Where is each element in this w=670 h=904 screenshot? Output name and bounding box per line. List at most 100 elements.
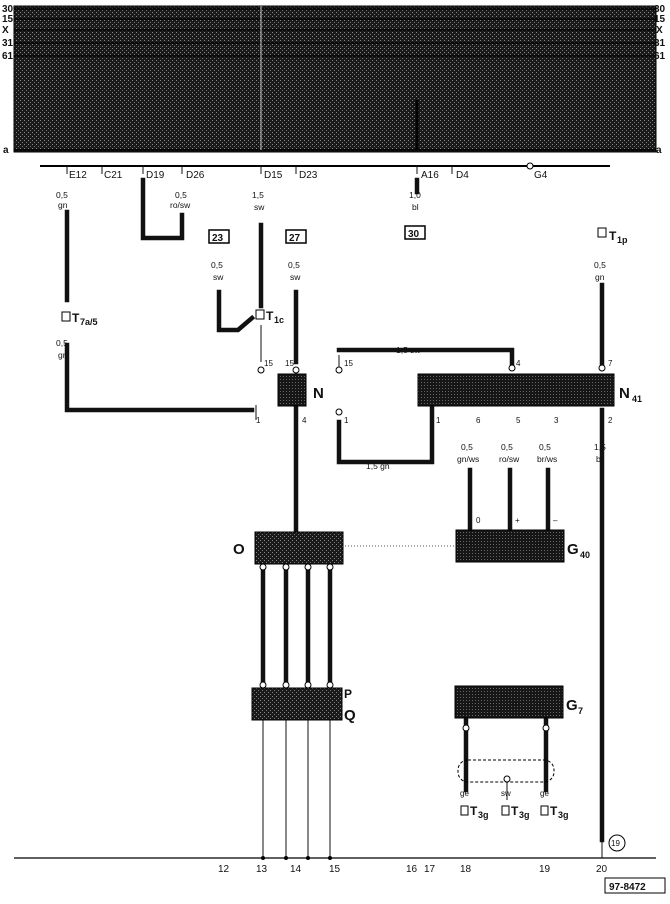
- connector-t1c: T: [266, 309, 274, 323]
- pin-label: 4: [302, 416, 307, 425]
- connector-t7a5-sub: 7a/5: [80, 317, 98, 327]
- pin-label: 1: [344, 416, 349, 425]
- wire-color: bl: [412, 202, 419, 212]
- component-g7: G 7 ge sw ge T 3g T 3g T 3g: [454, 685, 583, 820]
- terminal-d26: D26: [186, 170, 205, 181]
- rail-label: 15: [2, 14, 14, 25]
- terminal-labels: E12 C21 D19 D26 D15 D23 A16 D4 G4: [69, 170, 548, 181]
- wire-size: 1,5: [594, 442, 606, 452]
- wire-size: 1,5: [252, 190, 264, 200]
- wire-spec-labels: 0,5 gn 0,5 ro/sw 1,5 sw 1,0 bl 0,5 sw 0,…: [56, 190, 606, 471]
- wire-color: ge: [540, 789, 549, 798]
- wire-color: gn: [595, 272, 605, 282]
- terminal-a16: A16: [421, 170, 439, 181]
- rail-label: a: [3, 145, 9, 156]
- wire-size: 0,5: [594, 260, 606, 270]
- ground-numbers: 12 13 14 15 16 17 18 19 20: [218, 864, 608, 875]
- wire-spec: 1,5 sw: [396, 345, 421, 355]
- wire-size: 0,5: [539, 442, 551, 452]
- pin-label: 2: [608, 416, 613, 425]
- connector-t7a5: T: [72, 311, 80, 325]
- wire-color: ge: [460, 789, 469, 798]
- component-pq: P Q: [251, 681, 356, 860]
- wire-size: 0,5: [501, 442, 513, 452]
- terminal-d23: D23: [299, 170, 318, 181]
- wire-color: br: [596, 454, 604, 464]
- ref-23: 23: [212, 233, 224, 244]
- pin-label: –: [553, 516, 558, 525]
- wire-color: sw: [501, 789, 511, 798]
- wire-color: ro/sw: [170, 200, 191, 210]
- ground-number: 14: [290, 864, 302, 875]
- rail-label: 31: [654, 38, 666, 49]
- component-n41: N 41 4 7 1 6 5 3 2: [417, 359, 642, 425]
- ground-number: 20: [596, 864, 608, 875]
- pin-label: 0: [476, 516, 481, 525]
- rail-label: X: [656, 25, 663, 36]
- component-n-label: N: [313, 385, 324, 402]
- reference-boxes: 30 23 27 19: [208, 225, 626, 852]
- rail-label: 30: [654, 4, 666, 15]
- terminal-d19: D19: [146, 170, 165, 181]
- terminal-ticks: [66, 162, 534, 174]
- connectors: T 7a/5 T 1c T 1p: [61, 227, 628, 327]
- rail-label: 61: [2, 51, 14, 62]
- wire-size: 0,5: [175, 190, 187, 200]
- wire-spec: 1,5 gn: [366, 461, 390, 471]
- component-n41-label: N: [619, 385, 630, 402]
- connector-t1c-sub: 1c: [274, 315, 284, 325]
- ref-19: 19: [611, 839, 620, 848]
- wire-color: gn: [58, 350, 68, 360]
- rail-label: 15: [654, 14, 666, 25]
- connector-t3g-sub: 3g: [478, 810, 489, 820]
- connector-t1p-sub: 1p: [617, 235, 628, 245]
- terminal-d15: D15: [264, 170, 283, 181]
- ground-number: 15: [329, 864, 341, 875]
- ground-number: 17: [424, 864, 436, 875]
- ground-number: 16: [406, 864, 418, 875]
- wire-size: 0,5: [211, 260, 223, 270]
- ref-27: 27: [289, 233, 301, 244]
- ref-30: 30: [408, 229, 420, 240]
- connector-t3g: T: [550, 804, 558, 818]
- component-g7-sub: 7: [578, 706, 583, 716]
- rail-labels-left: 30 15 X 31 61 a: [2, 4, 14, 156]
- terminal-g4: G4: [534, 170, 548, 181]
- panel-traces: [260, 6, 419, 150]
- wire-color: br/ws: [537, 454, 557, 464]
- ground-number: 12: [218, 864, 230, 875]
- rail-labels-right: 30 15 X 31 61 a: [654, 4, 666, 156]
- rail-label: X: [2, 25, 9, 36]
- relay-panel: [13, 5, 657, 153]
- bus-contacts: 15 1: [335, 355, 353, 425]
- wire-color: sw: [290, 272, 301, 282]
- pin-label: +: [515, 516, 520, 525]
- terminal-c21: C21: [104, 170, 123, 181]
- connector-t3g: T: [511, 804, 519, 818]
- wire-color: sw: [254, 202, 265, 212]
- component-o: O: [233, 531, 344, 571]
- pin-label: 7: [608, 359, 613, 368]
- rail-label: 30: [2, 4, 14, 15]
- terminal-d4: D4: [456, 170, 469, 181]
- component-g40-label: G: [567, 541, 579, 558]
- component-p-label: P: [344, 687, 352, 701]
- connector-t3g-sub: 3g: [558, 810, 569, 820]
- pin-label: 15: [285, 359, 294, 368]
- rail-label: 61: [654, 51, 666, 62]
- pin-label: 15: [264, 359, 273, 368]
- component-g40: G 40 0 + –: [455, 516, 590, 563]
- wire-size: 0,5: [56, 190, 68, 200]
- pin-label: 5: [516, 416, 521, 425]
- pin-label: 6: [476, 416, 481, 425]
- pin-label: 3: [554, 416, 559, 425]
- terminal-e12: E12: [69, 170, 87, 181]
- pin-label: 15: [344, 359, 353, 368]
- ground-number: 19: [539, 864, 551, 875]
- component-o-label: O: [233, 541, 245, 558]
- component-q-label: Q: [344, 707, 356, 724]
- ground-number: 18: [460, 864, 472, 875]
- doc-id-label: 97-8472: [609, 882, 646, 893]
